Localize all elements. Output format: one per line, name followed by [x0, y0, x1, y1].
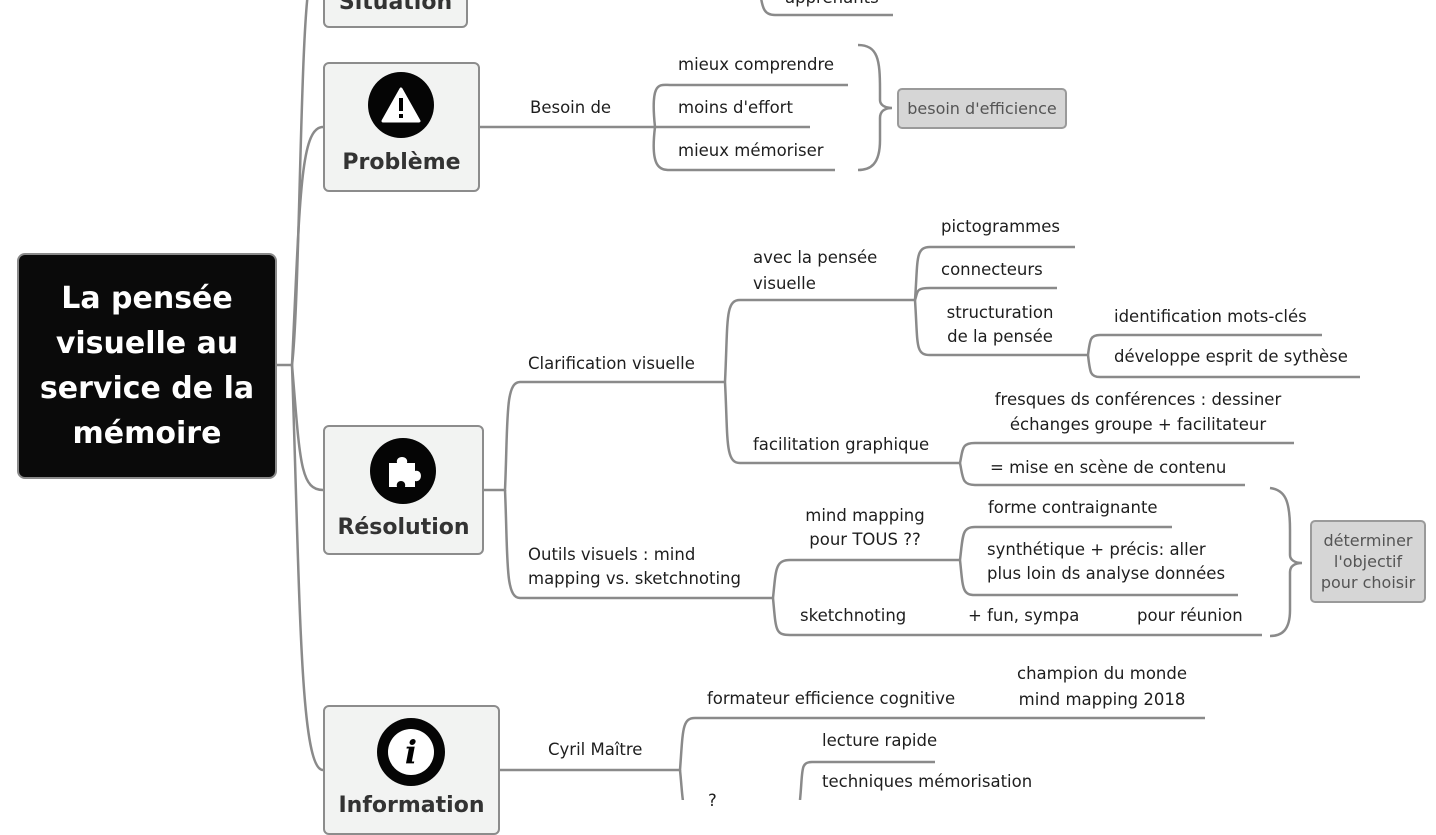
node-techniques-memorisation[interactable]: techniques mémorisation: [822, 772, 1033, 791]
node-question[interactable]: ?: [708, 791, 717, 810]
puzzle-icon: [370, 438, 436, 504]
topic-situation-label: Situation: [338, 0, 453, 15]
topic-probleme-label: Problème: [342, 150, 461, 175]
summary-besoin-efficience[interactable]: besoin d'efficience: [897, 88, 1067, 129]
topic-resolution-label: Résolution: [337, 515, 470, 540]
node-avec-pensee-visuelle[interactable]: avec la pensée visuelle: [753, 248, 878, 293]
topic-resolution[interactable]: Résolution: [323, 425, 484, 555]
node-structuration[interactable]: structuration de la pensée: [946, 303, 1054, 346]
info-icon: i: [377, 718, 445, 786]
node-developpe-synthese[interactable]: développe esprit de sythèse: [1114, 347, 1348, 366]
node-synthetique[interactable]: synthétique + précis: aller plus loin ds…: [987, 540, 1226, 583]
node-lecture-rapide[interactable]: lecture rapide: [822, 731, 938, 750]
central-topic[interactable]: La pensée visuelle au service de la mémo…: [17, 253, 277, 479]
node-besoin-de[interactable]: Besoin de: [530, 98, 612, 117]
node-fresques[interactable]: fresques ds conférences : dessiner échan…: [994, 390, 1282, 434]
node-moins-effort[interactable]: moins d'effort: [678, 98, 793, 117]
node-forme-contraignante[interactable]: forme contraignante: [988, 498, 1158, 517]
node-cyril-maitre[interactable]: Cyril Maître: [548, 740, 643, 759]
node-facilitation-graphique[interactable]: facilitation graphique: [753, 435, 930, 454]
node-mieux-comprendre[interactable]: mieux comprendre: [678, 55, 835, 74]
topic-information-label: Information: [338, 793, 485, 818]
node-mieux-memoriser[interactable]: mieux mémoriser: [678, 141, 824, 160]
node-pour-reunion[interactable]: pour réunion: [1137, 606, 1243, 625]
node-identification-mots-cles[interactable]: identification mots-clés: [1114, 307, 1307, 326]
node-mind-mapping[interactable]: mind mapping pour TOUS ??: [805, 506, 925, 549]
topic-information[interactable]: i Information: [323, 705, 500, 835]
node-formateur[interactable]: formateur efficience cognitive: [707, 689, 956, 708]
connector-lines: [275, 0, 1360, 800]
topic-situation[interactable]: Situation: [323, 0, 468, 28]
node-champion[interactable]: champion du monde mind mapping 2018: [1017, 664, 1187, 709]
node-outils-visuels[interactable]: Outils visuels : mind mapping vs. sketch…: [528, 545, 741, 588]
node-apprenants[interactable]: apprenants: [785, 0, 879, 10]
node-mise-en-scene[interactable]: = mise en scène de contenu: [990, 458, 1227, 477]
summary-determiner-objectif[interactable]: déterminer l'objectif pour choisir: [1310, 520, 1426, 603]
warning-icon: [368, 72, 434, 138]
node-clarification-visuelle[interactable]: Clarification visuelle: [528, 354, 695, 373]
central-topic-title: La pensée visuelle au service de la mémo…: [39, 281, 255, 451]
topic-probleme[interactable]: Problème: [323, 62, 480, 192]
node-pictogrammes[interactable]: pictogrammes: [941, 217, 1060, 236]
node-sketchnoting[interactable]: sketchnoting: [800, 606, 907, 625]
node-fun-sympa[interactable]: + fun, sympa: [968, 606, 1080, 625]
node-connecteurs[interactable]: connecteurs: [941, 260, 1043, 279]
